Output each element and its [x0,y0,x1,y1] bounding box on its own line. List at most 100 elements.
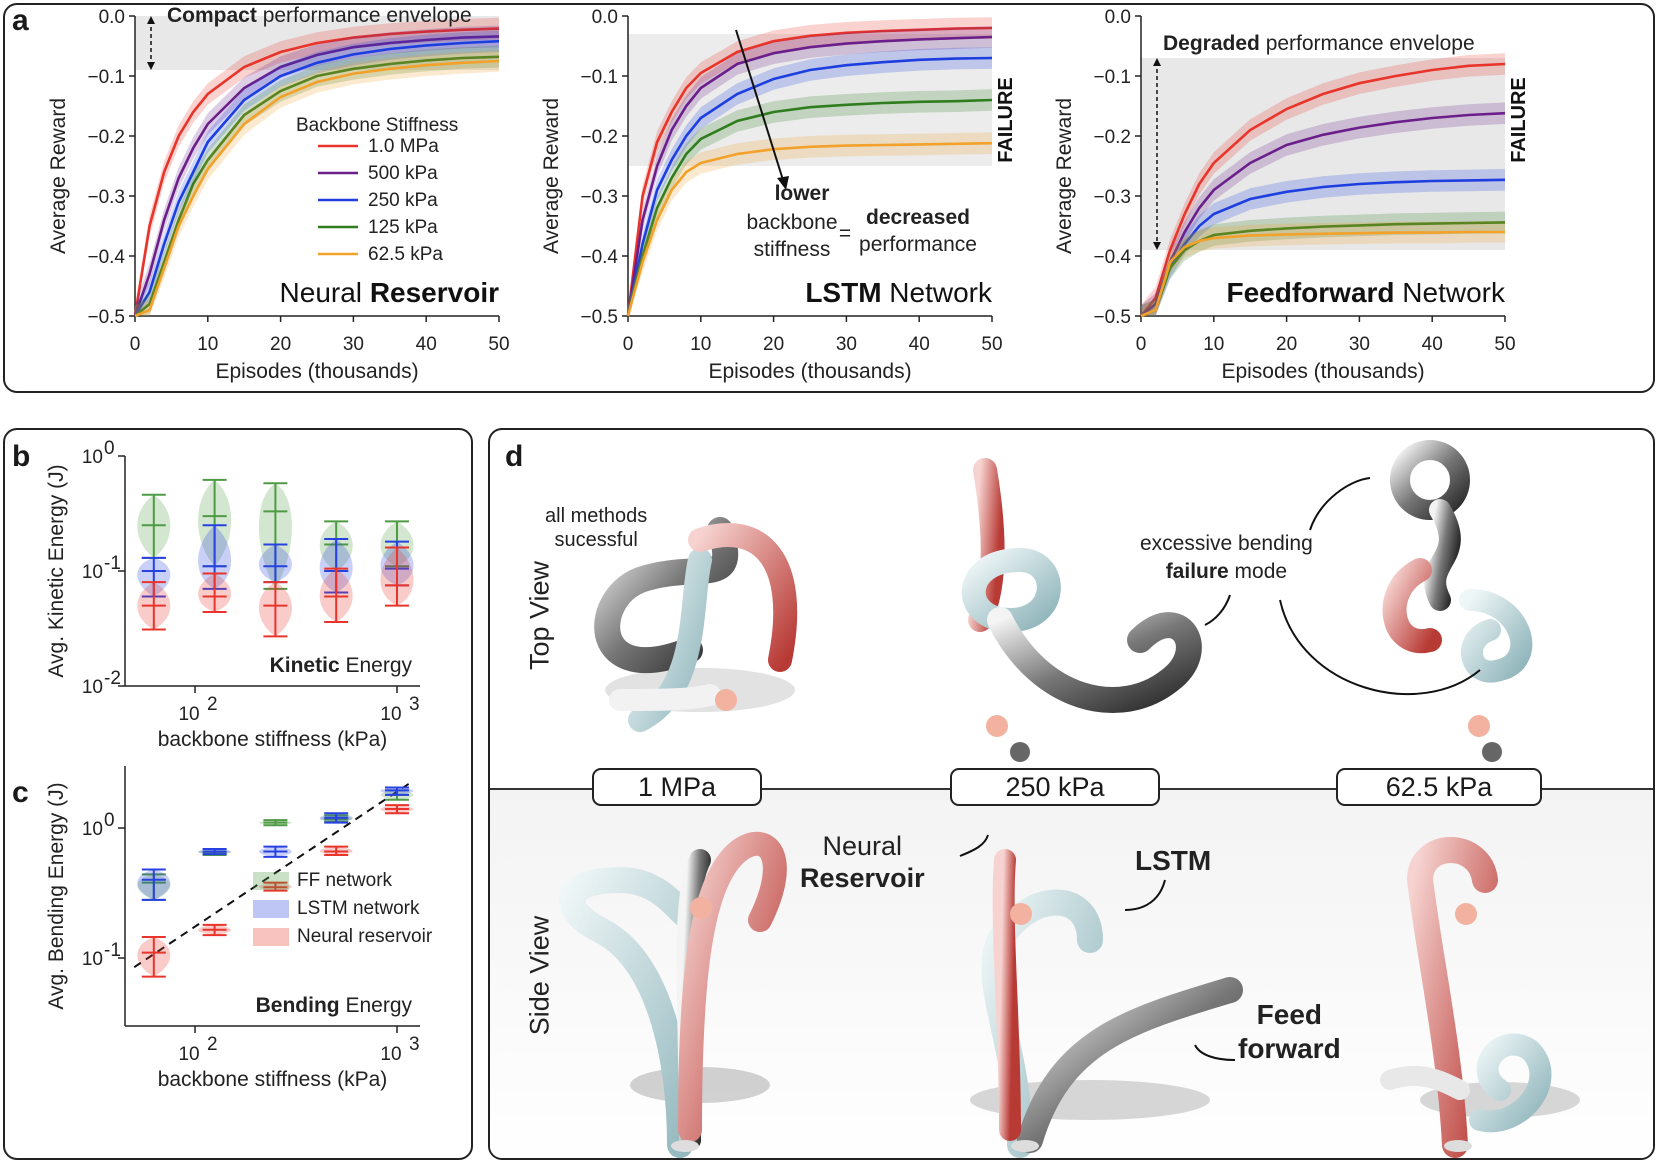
x-axis-label: Episodes (thousands) [1221,360,1424,383]
envelope-arrowhead-bottom [1153,242,1161,250]
neural-reservoir-annotation: Neural Reservoir [800,830,925,894]
title-part-2: Reservoir [370,277,499,308]
stiffness-label-62kpa: 62.5 kPa [1336,768,1542,806]
robot-side-250kpa [970,849,1243,1158]
y-tick-label: 10 [82,562,103,583]
reservoir-label: Reservoir [800,863,925,893]
x-tick-label: 50 [488,334,509,355]
stiffness-label-1mpa: 1 MPa [592,768,762,806]
x-tick-exponent: 2 [207,694,218,715]
series-band [628,132,992,316]
legend-swatch [253,900,289,918]
legend-label: 125 kPa [368,217,438,238]
x-tick-label: 30 [343,334,364,355]
x-axis-label: backbone stiffness (kPa) [158,1068,388,1091]
chart-title: Kinetic Energy [270,654,413,677]
y-tick-label: 0.0 [592,7,618,28]
anno-backbone: backbone [746,211,837,234]
x-tick-label: 30 [1349,334,1370,355]
chart-title: Feedforward Network [1227,277,1507,308]
envelope-bold: Compact [167,4,257,27]
series-line [626,35,993,317]
series-band [628,47,992,316]
feed-label: Feed [1256,999,1323,1030]
x-tick-label: 10 [197,334,218,355]
chart-title: Bending Energy [256,994,413,1017]
title-part-2: Energy [340,994,413,1017]
y-tick-label: 0.0 [99,7,125,28]
title-part-1: LSTM [805,277,881,308]
neural-label: Neural [822,831,903,861]
anno-equals: = [839,222,851,245]
robot-top-250kpa [961,458,1202,762]
x-axis-label: Episodes (thousands) [215,360,418,383]
y-tick-label: −0.5 [580,307,618,328]
feedforward-annotation: Feed forward [1238,998,1341,1066]
series-band [1141,221,1505,316]
stiffness-arrow [735,29,784,181]
y-tick-label: −0.3 [580,187,618,208]
envelope-label: Degraded performance envelope [1163,32,1475,55]
title-part-1: Bending [256,994,340,1017]
title-part-1: Feedforward [1227,277,1395,308]
failure-arrows [1204,477,1481,696]
y-axis-label: Average Reward [540,98,563,254]
envelope-label: Compact performance envelope [167,4,472,27]
series-line [1140,221,1506,318]
x-tick-label: 10 [178,704,199,725]
x-tick-label: 40 [1422,334,1443,355]
failure-label: FAILURE [995,77,1017,163]
y-tick-label: 0.0 [1105,7,1131,28]
x-tick-label: 0 [130,334,141,355]
series-line [626,56,993,317]
y-tick-exponent: 0 [104,810,115,831]
envelope-bold: Degraded [1163,32,1260,55]
y-tick-label: −0.3 [87,187,125,208]
series-line [133,39,500,317]
anno-performance: performance [859,233,977,256]
legend-label: 500 kPa [368,163,438,184]
y-tick-label: −0.2 [1093,127,1131,148]
series-line [134,59,500,318]
y-tick-label: −0.5 [87,307,125,328]
x-tick-label: 10 [380,1044,401,1065]
panel-label-a: a [12,4,29,37]
series-line [133,35,500,317]
legend-swatch [253,872,289,890]
robot-top-1mpa [594,517,798,732]
y-tick-label: −0.2 [580,127,618,148]
y-axis-label: Average Reward [47,98,70,254]
excessive-failure-bold: failure [1165,560,1229,583]
legend-swatch [253,928,289,946]
y-tick-label: −0.4 [87,247,125,268]
chart-title: LSTM Network [805,277,993,308]
title-part-1: Neural [280,277,370,308]
x-tick-exponent: 3 [409,1034,420,1055]
y-axis-label: Avg. Bending Energy (J) [45,782,68,1009]
series-band [1141,102,1505,317]
x-tick-label: 10 [178,1044,199,1065]
title-part-2: Network [1395,277,1506,308]
series-line [1140,111,1506,318]
y-tick-exponent: -1 [104,553,121,574]
y-tick-label: −0.4 [1093,247,1131,268]
panel-label-b: b [12,440,31,473]
chart-title: Neural Reservoir [280,277,500,308]
envelope-arrowhead-top [147,16,155,24]
failure-label: FAILURE [1508,77,1530,163]
y-tick-label: 10 [82,949,103,970]
legend-title: Backbone Stiffness [296,115,458,136]
x-tick-label: 50 [1494,334,1515,355]
stiffness-arrowhead [777,176,789,190]
legend-label: 62.5 kPa [368,244,443,265]
x-tick-label: 10 [690,334,711,355]
x-axis-label: backbone stiffness (kPa) [158,728,388,751]
anno-lower: lower [775,182,830,205]
y-tick-exponent: -1 [104,940,121,961]
lstm-annotation: LSTM [1135,845,1212,876]
x-tick-exponent: 3 [409,694,420,715]
